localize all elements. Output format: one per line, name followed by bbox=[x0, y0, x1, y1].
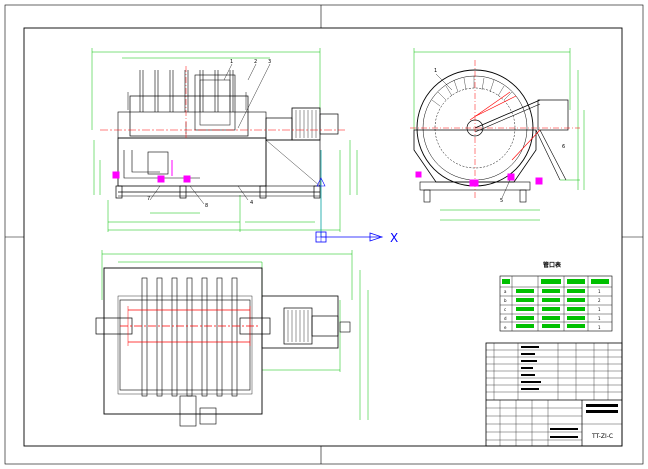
plan-view bbox=[95, 250, 369, 427]
callout-2: 2 bbox=[254, 59, 257, 65]
callout-8: 8 bbox=[205, 203, 208, 209]
drawing-number: TT-ZI-C bbox=[591, 433, 613, 440]
plan-filter-plates bbox=[141, 277, 238, 397]
plan-view-dimensions bbox=[101, 250, 369, 420]
nozzle-mark-c: c bbox=[504, 307, 506, 312]
callout-4: 4 bbox=[250, 200, 253, 206]
side-callout-1: 1 bbox=[434, 68, 437, 74]
front-nozzle-highlights bbox=[112, 160, 191, 183]
plan-tank-outline bbox=[103, 267, 263, 415]
sheet-outer-border bbox=[4, 4, 644, 465]
side-callout-6: 6 bbox=[562, 144, 565, 150]
nozzle-qty-a: 1 bbox=[598, 289, 601, 294]
nozzle-qty-b: 2 bbox=[598, 298, 601, 303]
front-tank bbox=[117, 137, 267, 187]
ucs-axis-indicator: X bbox=[315, 150, 398, 245]
front-callouts bbox=[149, 63, 271, 205]
front-filter-plates bbox=[139, 70, 234, 112]
side-callout-5: 5 bbox=[500, 198, 503, 204]
callout-7: 7 bbox=[147, 196, 150, 202]
nozzle-qty-e: 1 bbox=[598, 325, 601, 330]
title-block: TT-ZI-C bbox=[485, 342, 623, 447]
side-view-dimensions bbox=[413, 48, 585, 221]
nozzle-table: 管口表 bbox=[499, 261, 613, 332]
callout-3: 3 bbox=[268, 59, 271, 65]
nozzle-table-title: 管口表 bbox=[543, 261, 562, 269]
axis-x-label: X bbox=[390, 231, 398, 245]
nozzle-mark-d: d bbox=[504, 316, 507, 321]
centering-marks bbox=[5, 5, 643, 464]
front-pipes bbox=[123, 150, 200, 179]
nozzle-mark-e: e bbox=[504, 325, 507, 330]
nozzle-mark-a: a bbox=[504, 289, 507, 294]
front-view-dimensions bbox=[91, 48, 358, 232]
front-view: 1 2 3 4 8 7 bbox=[91, 48, 358, 232]
side-view: 1 6 5 bbox=[410, 48, 585, 221]
nozzle-mark-b: b bbox=[504, 298, 507, 303]
side-nozzle-highlights bbox=[415, 171, 543, 187]
nozzle-qty-d: 1 bbox=[598, 316, 601, 321]
front-gearbox bbox=[265, 117, 293, 141]
plan-outlet bbox=[179, 395, 197, 427]
side-motor bbox=[537, 99, 569, 131]
callout-1: 1 bbox=[230, 59, 233, 65]
side-scraper bbox=[469, 91, 541, 161]
nozzle-qty-c: 1 bbox=[598, 307, 601, 312]
front-tank-upper bbox=[117, 111, 267, 139]
